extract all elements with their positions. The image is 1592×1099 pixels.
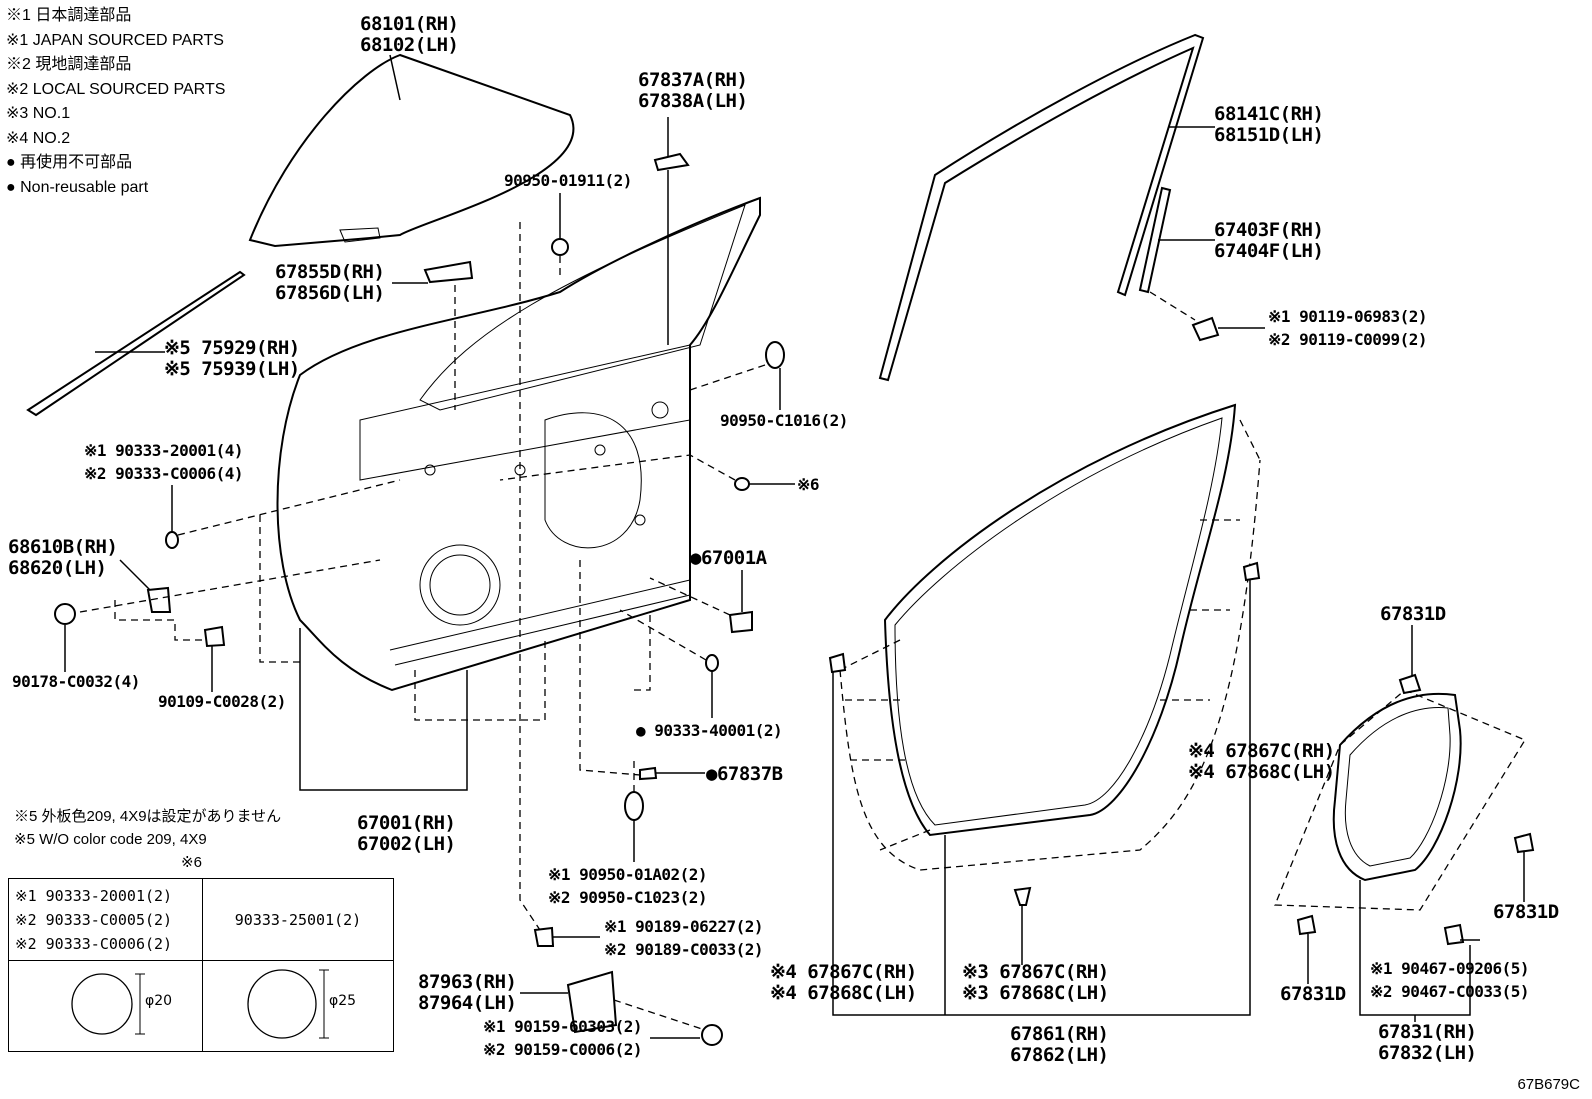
label-68101: 68101(RH)68102(LH) (360, 13, 459, 56)
label-90333-40001: ● 90333-40001(2) (636, 721, 783, 740)
legend-item: ※1 日本調達部品 (6, 7, 132, 24)
label-note6: ※6 (797, 475, 820, 494)
drawing-code: 67B679C (1517, 1076, 1580, 1093)
label-68610b: 68610B(RH)68620(LH) (8, 536, 118, 579)
label-67855d: 67855D(RH)67856D(LH) (275, 261, 385, 304)
label-67831d-left: 67831D (1280, 983, 1346, 1005)
label-67867c-left: ※4 67867C(RH)※4 67868C(LH) (770, 961, 917, 1004)
label-90189: ※1 90189-06227(2)※2 90189-C0033(2) (604, 917, 764, 959)
legend-item: ● 再使用不可部品 (6, 154, 133, 171)
legend-item: ※4 NO.2 (6, 129, 71, 147)
label-67001a: ●67001A (690, 547, 767, 569)
label-67837a: 67837A(RH)67838A(LH) (638, 69, 748, 112)
label-67001: 67001(RH)67002(LH) (357, 812, 456, 855)
table6: ※1 90333-20001(2) ※2 90333-C0005(2) ※2 9… (8, 878, 394, 1052)
label-67867c-right: ※4 67867C(RH)※4 67868C(LH) (1188, 740, 1335, 783)
label-90109: 90109-C0028(2) (158, 692, 286, 711)
table6-right-part: 90333-25001(2) (202, 878, 394, 961)
label-90950-01911: 90950-01911(2) (504, 171, 632, 190)
label-67831: 67831(RH)67832(LH) (1378, 1021, 1477, 1064)
label-67831d-right: 67831D (1493, 901, 1559, 923)
legend-item: ● Non-reusable part (6, 178, 149, 196)
belt-moulding (26, 270, 246, 417)
table6-title: ※6 (181, 854, 202, 871)
label-87963: 87963(RH)87964(LH) (418, 971, 517, 1014)
label-67403f: 67403F(RH)67404F(LH) (1214, 219, 1324, 262)
label-90467: ※1 90467-09206(5)※2 90467-C0033(5) (1370, 959, 1530, 1001)
table6-left-parts: ※1 90333-20001(2) ※2 90333-C0005(2) ※2 9… (8, 878, 203, 961)
table6-right-ring: φ25 (202, 960, 394, 1052)
label-90178: 90178-C0032(4) (12, 672, 140, 691)
door-panel (276, 196, 761, 692)
label-68141c: 68141C(RH)68151D(LH) (1214, 103, 1324, 146)
label-67837b: ●67837B (706, 763, 783, 785)
door-glass (248, 53, 575, 248)
legend: ※1 日本調達部品 ※1 JAPAN SOURCED PARTS ※2 現地調達… (6, 4, 225, 200)
legend-item: ※2 現地調達部品 (6, 56, 132, 73)
table6-left-ring: φ20 (8, 960, 203, 1052)
label-90333-20001: ※1 90333-20001(4)※2 90333-C0006(4) (84, 441, 244, 483)
label-90950-01a02: ※1 90950-01A02(2)※2 90950-C1023(2) (548, 865, 708, 907)
frame-weatherstrip (878, 33, 1205, 382)
door-weatherstrip (883, 403, 1237, 837)
label-90119: ※1 90119-06983(2)※2 90119-C0099(2) (1268, 307, 1428, 349)
legend-item: ※3 NO.1 (6, 105, 71, 122)
service-hole-cover (1332, 692, 1462, 882)
legend-item: ※1 JAPAN SOURCED PARTS (6, 31, 224, 49)
label-67861: 67861(RH)67862(LH) (1010, 1023, 1109, 1066)
dim-phi25: φ25 (329, 993, 357, 1009)
label-67867c-no1: ※3 67867C(RH)※3 67868C(LH) (962, 961, 1109, 1004)
label-90159: ※1 90159-60303(2)※2 90159-C0006(2) (483, 1017, 643, 1059)
label-90950-c1016: 90950-C1016(2) (720, 411, 848, 430)
note-5: ※5 外板色209, 4X9は設定がありません※5 W/O color code… (14, 808, 282, 848)
label-75929: ※5 75929(RH)※5 75939(LH) (164, 337, 300, 380)
legend-item: ※2 LOCAL SOURCED PARTS (6, 80, 226, 98)
label-67831d-top: 67831D (1380, 603, 1446, 625)
dim-phi20: φ20 (145, 993, 173, 1009)
